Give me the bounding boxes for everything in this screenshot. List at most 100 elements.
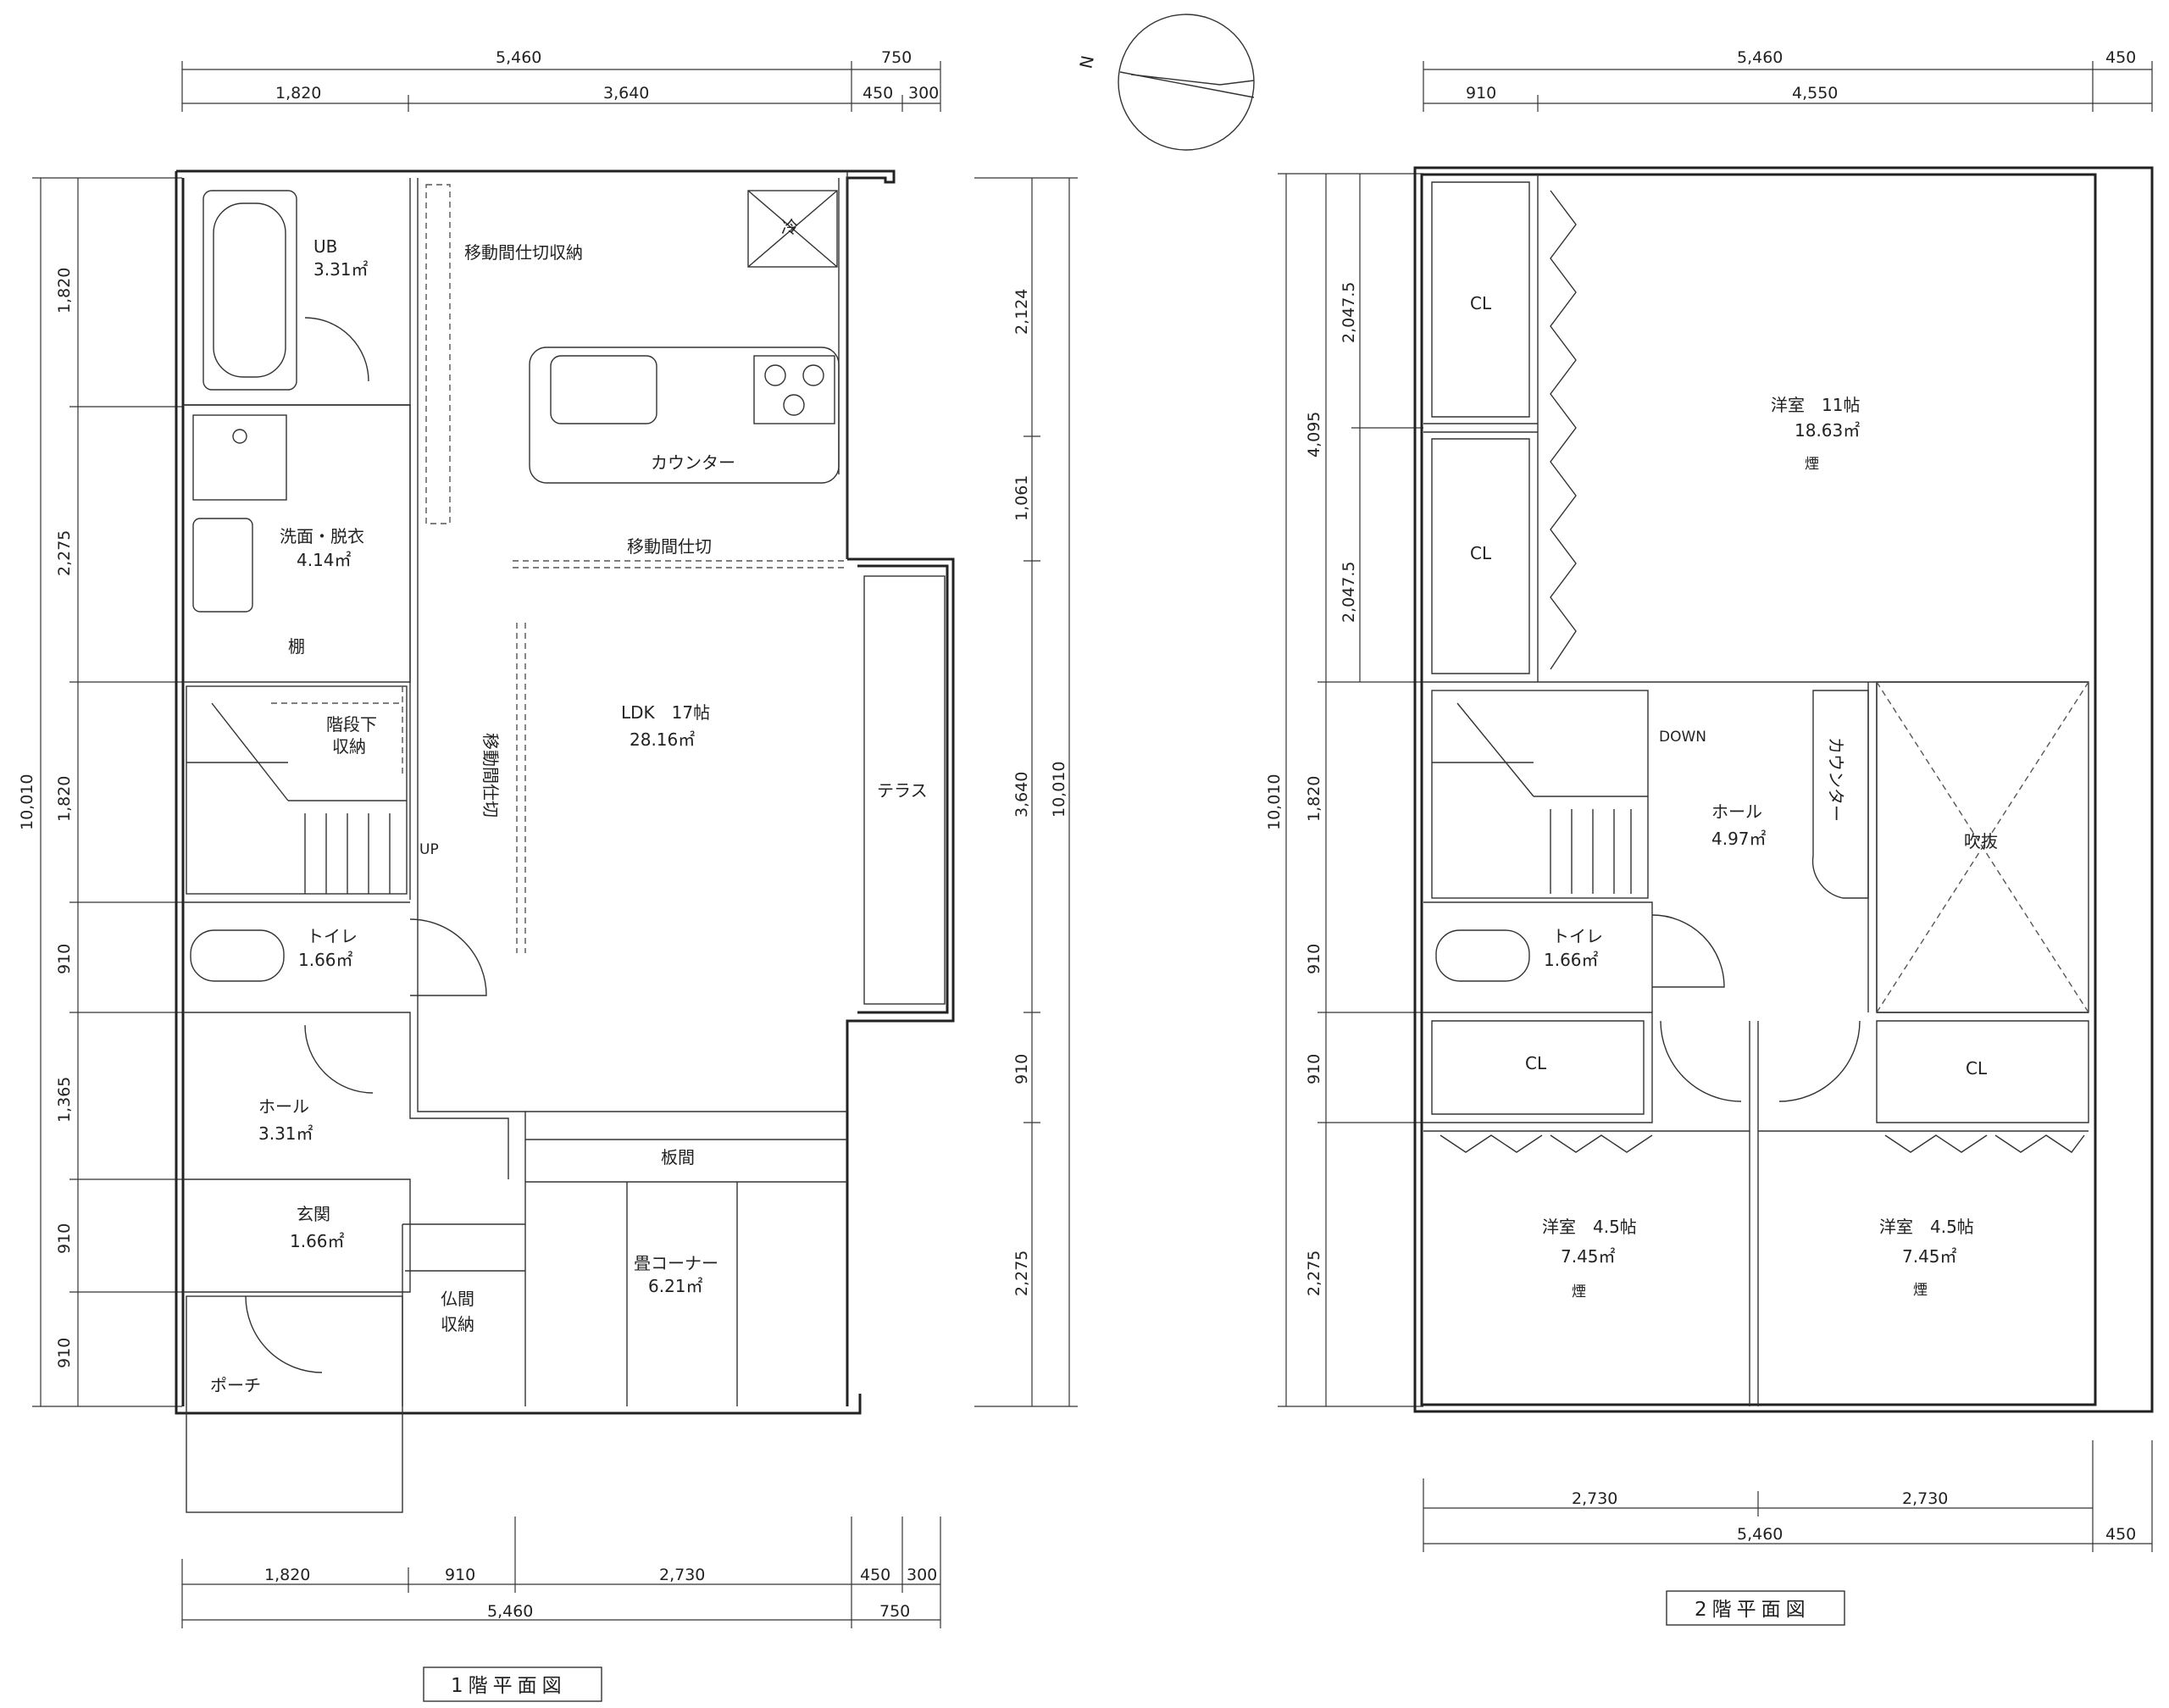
- room-ub-area: 3.31㎡: [313, 259, 369, 280]
- floor1-right-dimensions: 2,124 1,061 3,640 910 2,275 10,010: [974, 177, 1078, 1407]
- dim-f2-bot-2730b: 2,730: [1902, 1489, 1948, 1508]
- room-kaidan-name1: 階段下: [326, 714, 377, 735]
- dim-f1-left-total: 10,010: [18, 774, 36, 830]
- label-idou-h: 移動間仕切: [627, 536, 712, 557]
- dim-f2-bot-5460: 5,460: [1737, 1525, 1783, 1544]
- dim-f2-top-5460: 5,460: [1737, 48, 1783, 67]
- smoke-detector-1: 煙: [1805, 456, 1819, 473]
- room-tana: 棚: [288, 636, 305, 657]
- toilet-f2-fixture: [1435, 929, 1530, 982]
- dim-f1-left-1820a: 1,820: [55, 268, 74, 313]
- room-ub-name: UB: [313, 236, 337, 257]
- dim-f1-top-450: 450: [863, 84, 893, 103]
- room-yoshitsuB-area: 7.45㎡: [1902, 1246, 1957, 1267]
- stair-f1: [186, 685, 408, 895]
- dim-f1-top-3640: 3,640: [603, 84, 649, 103]
- smoke-detector-2: 煙: [1572, 1284, 1586, 1300]
- floor2-title: 2階平面図: [1695, 1599, 1811, 1621]
- room-senmen-area: 4.14㎡: [297, 550, 352, 570]
- washer: [192, 414, 287, 501]
- dim-f1-bot-5460: 5,460: [487, 1602, 533, 1621]
- room-toilet-f1-area: 1.66㎡: [298, 950, 353, 970]
- floor2-room-labels: 洋室 11帖 18.63㎡ 煙 CL CL DOWN ホール 4.97㎡ カウン…: [1470, 293, 1998, 1300]
- room-terrace: テラス: [877, 780, 928, 801]
- room-yoshitsuA-area: 7.45㎡: [1561, 1246, 1616, 1267]
- dim-f2-top-910: 910: [1466, 84, 1496, 103]
- room-tatami-name: 畳コーナー: [634, 1253, 718, 1273]
- sink: [550, 355, 657, 424]
- floor1-walls: [175, 169, 955, 1513]
- room-toilet-f2-name: トイレ: [1552, 926, 1603, 946]
- floor2-top-dimensions: 5,460 450 910 4,550: [1423, 48, 2153, 112]
- dim-f1-left-1820b: 1,820: [55, 776, 74, 822]
- dim-f2-left-2047b: 2,047.5: [1340, 561, 1358, 623]
- room-cl1: CL: [1470, 293, 1492, 313]
- floor2-title-box: 2階平面図: [1666, 1590, 1845, 1626]
- dim-f1-bot-750: 750: [879, 1602, 910, 1621]
- room-cl4: CL: [1966, 1058, 1988, 1079]
- label-counter-f2: カウンター: [1826, 737, 1846, 822]
- floor2-left-dimensions: 10,010 4,095 2,047.5 2,047.5 1,820 910 9…: [1265, 173, 1423, 1407]
- floor1-bottom-dimensions: 1,820 910 2,730 450 300 5,460 750: [181, 1517, 941, 1628]
- room-yoshitsu11-area: 18.63㎡: [1795, 420, 1860, 441]
- terrace-deck: [863, 575, 946, 1005]
- dim-f2-left-910a: 910: [1305, 944, 1323, 974]
- dim-f1-left-910a: 910: [55, 944, 74, 974]
- floor1-title: 1階平面図: [451, 1675, 567, 1697]
- dim-f1-top-1820: 1,820: [275, 84, 321, 103]
- toilet-f1-fixture: [190, 929, 285, 982]
- room-ldk-name: LDK 17帖: [621, 702, 710, 723]
- dim-f2-left-total: 10,010: [1265, 774, 1284, 830]
- floor2-walls: [1413, 166, 2154, 1413]
- dim-f1-right-1061: 1,061: [1012, 475, 1031, 521]
- dim-f1-right-total: 10,010: [1050, 762, 1068, 818]
- dim-f1-left-2275: 2,275: [55, 530, 74, 576]
- label-counter-f1: カウンター: [651, 452, 735, 473]
- room-itama: 板間: [661, 1147, 695, 1167]
- dim-f2-left-2275: 2,275: [1305, 1250, 1323, 1296]
- dim-f2-top-450: 450: [2105, 48, 2136, 67]
- label-up: UP: [419, 841, 439, 858]
- dim-f2-bot-450: 450: [2105, 1525, 2136, 1544]
- room-toilet-f2-area: 1.66㎡: [1544, 950, 1599, 970]
- room-senmen-name: 洗面・脱衣: [280, 526, 364, 546]
- kitchen-counter: [529, 347, 840, 484]
- dim-f2-top-4550: 4,550: [1792, 84, 1838, 103]
- room-genkan-name: 玄関: [297, 1204, 330, 1224]
- floor-2-plan: 5,460 450 910 4,550 10,010 4,095 2,047.5…: [1265, 48, 2154, 1626]
- bathtub: [202, 190, 297, 391]
- dim-f1-left-910b: 910: [55, 1223, 74, 1254]
- floor1-moving-partitions: [271, 184, 846, 953]
- stair-f2: [1431, 690, 1649, 899]
- stove: [753, 355, 835, 424]
- room-hall-f1-name: ホール: [258, 1096, 309, 1117]
- label-idou-v: 移動間仕切: [480, 733, 501, 818]
- room-kaidan-name2: 収納: [332, 736, 366, 757]
- room-genkan-area: 1.66㎡: [290, 1231, 345, 1251]
- dim-f2-left-1820: 1,820: [1305, 776, 1323, 822]
- dim-f1-top-300: 300: [908, 84, 939, 103]
- washbasin: [192, 518, 253, 613]
- room-hall-f2-area: 4.97㎡: [1711, 829, 1767, 849]
- smoke-detector-3: 煙: [1913, 1282, 1928, 1299]
- label-refrigerator: 冷: [781, 217, 798, 237]
- floor1-fixtures: [186, 190, 946, 1373]
- dim-f2-left-2047a: 2,047.5: [1340, 281, 1358, 343]
- floor2-fixtures: [1431, 190, 2085, 1153]
- dim-f1-left-1365: 1,365: [55, 1077, 74, 1123]
- room-butsuma-name2: 収納: [441, 1314, 474, 1334]
- dim-f2-left-910b: 910: [1305, 1054, 1323, 1084]
- dim-f1-bot-2730: 2,730: [659, 1566, 705, 1584]
- room-ldk-area: 28.16㎡: [630, 729, 695, 750]
- dim-f1-right-910: 910: [1012, 1054, 1031, 1084]
- room-yoshitsuA-name: 洋室 4.5帖: [1542, 1217, 1637, 1237]
- dim-f1-right-2124: 2,124: [1012, 289, 1031, 335]
- floor1-title-box: 1階平面図: [423, 1666, 602, 1702]
- dim-f2-bot-2730a: 2,730: [1572, 1489, 1617, 1508]
- floor2-bottom-dimensions: 2,730 2,730 5,460 450: [1423, 1440, 2153, 1552]
- dim-f1-bot-1820: 1,820: [264, 1566, 310, 1584]
- room-hall-f1-area: 3.31㎡: [258, 1123, 313, 1144]
- floor1-room-labels: UB 3.31㎡ 洗面・脱衣 4.14㎡ 棚 階段下 収納 UP トイレ 1.6…: [210, 217, 928, 1395]
- floor1-left-dimensions: 10,010 1,820 2,275 1,820 910 1,365 910 9…: [18, 177, 182, 1407]
